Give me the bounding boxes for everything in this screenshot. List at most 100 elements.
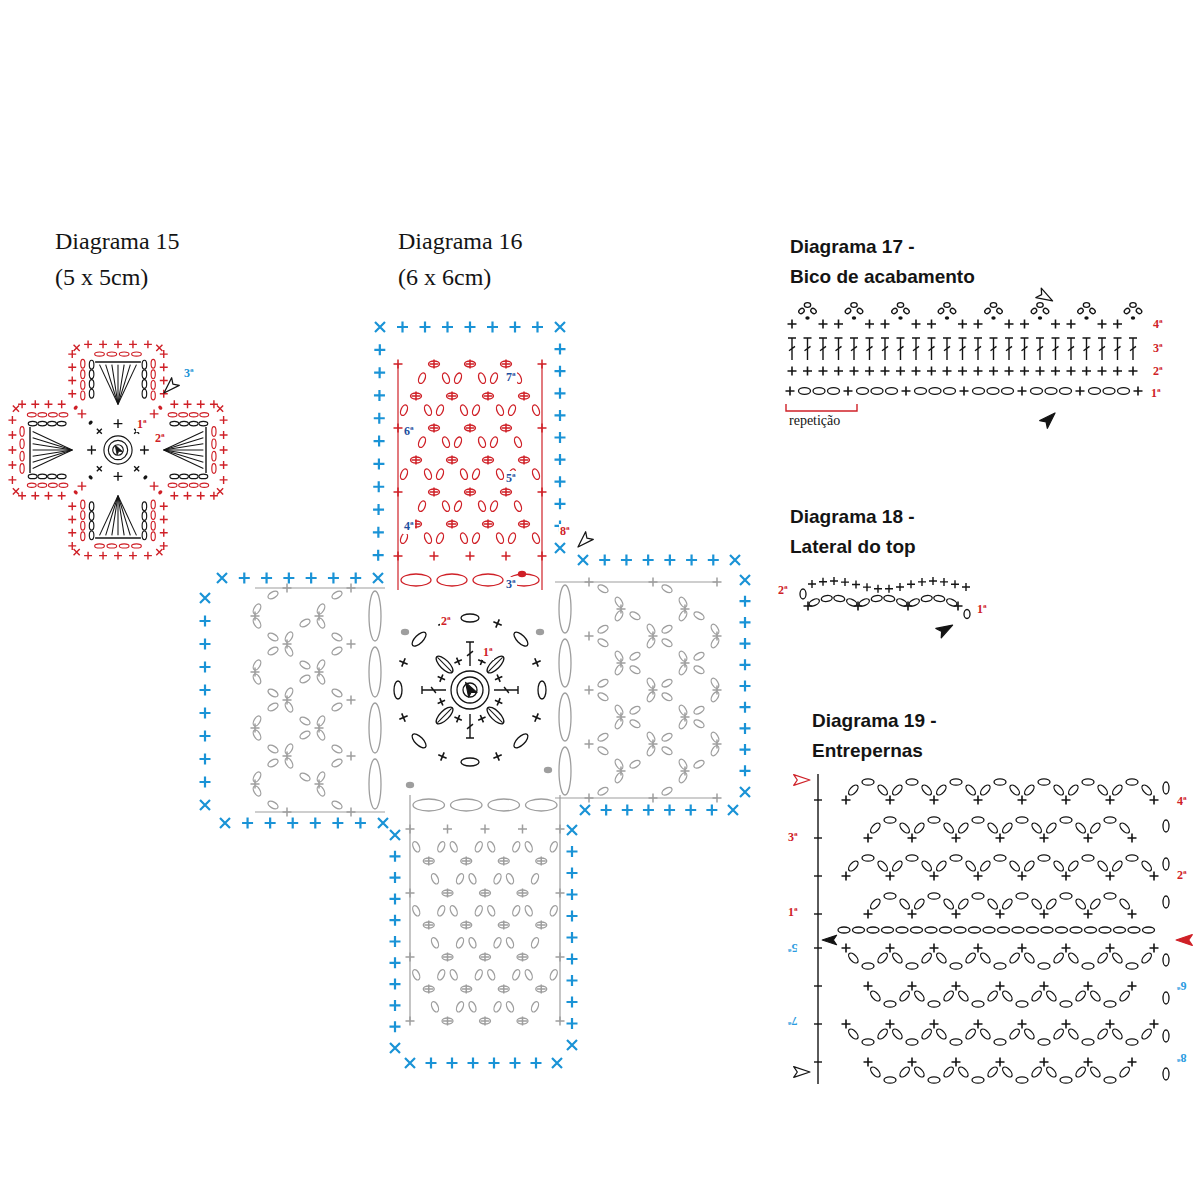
chain-stitch bbox=[597, 583, 610, 594]
single-crochet bbox=[927, 367, 936, 376]
chain-stitch bbox=[267, 590, 280, 601]
chain-stitch bbox=[511, 905, 521, 917]
single-crochet bbox=[1084, 1058, 1093, 1067]
chain-stitch bbox=[929, 388, 941, 395]
chain-stitch bbox=[180, 421, 189, 426]
chain-stitch bbox=[549, 969, 559, 981]
single-crochet bbox=[412, 392, 421, 401]
chain-stitch bbox=[468, 937, 478, 949]
chain-stitch bbox=[813, 388, 825, 395]
single-crochet bbox=[220, 461, 228, 469]
single-crochet bbox=[788, 320, 797, 329]
row-number: 2ª bbox=[154, 431, 166, 446]
chain-stitch bbox=[597, 786, 610, 797]
single-crochet bbox=[251, 668, 260, 677]
chain-stitch bbox=[435, 404, 445, 416]
chain-stitch bbox=[867, 927, 879, 933]
chain-stitch bbox=[678, 758, 689, 771]
single-crochet bbox=[489, 1058, 500, 1069]
single-crochet bbox=[808, 580, 816, 588]
chain-stitch bbox=[906, 779, 918, 785]
treble-stitch bbox=[100, 365, 118, 405]
single-crochet bbox=[374, 390, 385, 401]
chain-stitch bbox=[954, 927, 966, 933]
chain-stitch bbox=[614, 663, 625, 676]
single-crochet bbox=[420, 322, 431, 333]
chain-stitch bbox=[512, 732, 530, 750]
single-crochet bbox=[1040, 834, 1049, 843]
single-crochet bbox=[448, 456, 457, 465]
chain-stitch bbox=[459, 468, 469, 480]
single-crochet-x bbox=[74, 345, 80, 351]
round-1 bbox=[434, 654, 456, 676]
chain-stitch bbox=[435, 532, 445, 544]
row-number: 1ª bbox=[976, 602, 988, 617]
single-crochet bbox=[18, 492, 26, 500]
chain-stitch bbox=[57, 474, 66, 479]
crotch-19 bbox=[794, 774, 1193, 1084]
chain-stitch bbox=[369, 591, 381, 641]
single-crochet bbox=[681, 713, 690, 722]
chain-stitch bbox=[316, 659, 327, 672]
single-crochet bbox=[567, 932, 578, 943]
chain-stitch bbox=[858, 597, 871, 607]
slip-stitch bbox=[143, 475, 149, 481]
chain-stitch bbox=[869, 821, 882, 834]
single-crochet bbox=[200, 731, 211, 742]
motif-16 bbox=[251, 360, 722, 1026]
single-crochet bbox=[1128, 1058, 1137, 1067]
chain-stitch bbox=[461, 614, 479, 622]
chain-stitch bbox=[1052, 951, 1065, 964]
single-crochet bbox=[518, 1017, 527, 1026]
chain-stitch bbox=[299, 618, 312, 629]
single-crochet bbox=[390, 915, 401, 926]
chain-stitch bbox=[453, 436, 463, 448]
chain-stitch bbox=[661, 637, 674, 648]
chain-stitch bbox=[486, 841, 496, 853]
row-number: 7ª bbox=[505, 370, 517, 385]
single-crochet bbox=[681, 659, 690, 668]
single-crochet bbox=[499, 985, 508, 994]
treble-stitch bbox=[106, 365, 118, 405]
chain-stitch bbox=[986, 1065, 999, 1078]
single-crochet bbox=[424, 921, 433, 930]
single-crochet bbox=[374, 367, 385, 378]
chain-stitch bbox=[212, 427, 216, 437]
single-crochet bbox=[1067, 367, 1076, 376]
single-crochet bbox=[437, 751, 449, 763]
single-crochet bbox=[347, 752, 356, 761]
chain-stitch bbox=[89, 512, 94, 521]
chain-stitch bbox=[597, 691, 610, 702]
single-crochet bbox=[1150, 944, 1159, 953]
single-crochet bbox=[493, 697, 503, 707]
chain-stitch bbox=[828, 388, 840, 395]
chain-stitch bbox=[48, 483, 57, 487]
chain-stitch bbox=[972, 1077, 984, 1083]
single-crochet bbox=[940, 578, 948, 586]
chain-stitch bbox=[28, 474, 37, 479]
chain-stitch bbox=[549, 905, 559, 917]
single-crochet bbox=[852, 580, 860, 588]
chain-stitch bbox=[449, 905, 459, 917]
single-crochet bbox=[493, 673, 503, 683]
chain-stitch bbox=[48, 413, 57, 417]
chain-stitch bbox=[284, 743, 295, 756]
row-number: 1ª bbox=[136, 417, 148, 432]
round-1 bbox=[436, 697, 446, 707]
chain-stitch bbox=[1140, 783, 1153, 796]
stitch-line bbox=[255, 587, 385, 588]
single-crochet bbox=[740, 681, 751, 692]
chain-stitch bbox=[1016, 817, 1028, 823]
row-number: 8ª bbox=[1176, 1050, 1188, 1065]
double-crochet bbox=[974, 338, 982, 360]
chain-stitch bbox=[847, 783, 860, 796]
chain-stitch bbox=[417, 500, 427, 512]
chain-stitch bbox=[998, 927, 1010, 933]
single-crochet bbox=[974, 944, 983, 953]
single-crochet bbox=[373, 458, 384, 469]
chain-stitch bbox=[969, 927, 981, 933]
chain-stitch bbox=[316, 617, 327, 630]
double-crochet bbox=[1005, 338, 1013, 360]
chain-stitch bbox=[1001, 989, 1014, 1002]
